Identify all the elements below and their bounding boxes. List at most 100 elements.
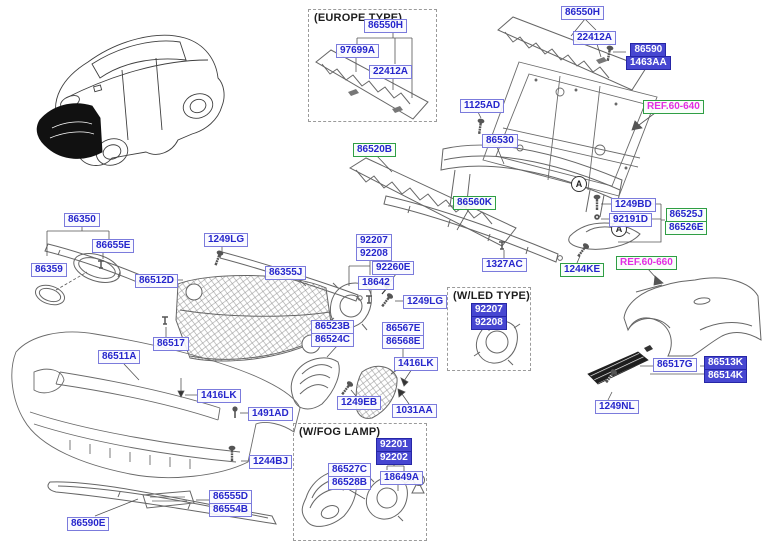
part-number-text: 86550H (364, 19, 408, 33)
part-number-text: 1491AD (248, 407, 293, 421)
absorber-drawing (497, 16, 647, 91)
part-number-text: 86550H (561, 6, 605, 20)
radiator-support-drawing (482, 61, 658, 197)
part-number-text: 1125AD (460, 99, 505, 113)
leader-lines (46, 18, 704, 517)
bracket-86555-drawing (142, 490, 195, 509)
part-label-1125ad[interactable]: 1125AD (460, 99, 505, 113)
highlighted-front-bumper (36, 103, 103, 159)
part-number-text: 86528B (328, 476, 372, 490)
part-label-86517g[interactable]: 86517G (653, 358, 697, 372)
part-number-text: 86655E (92, 239, 135, 253)
part-number-text: 92208 (356, 247, 392, 261)
part-number-text: 86524C (311, 333, 355, 347)
part-label-86520b[interactable]: 86520B (353, 143, 397, 157)
part-number-text: 86590E (67, 517, 110, 531)
part-number-text: 86554B (209, 503, 253, 517)
part-number-text: 18642 (358, 276, 394, 290)
part-label-86560k[interactable]: 86560K (453, 196, 497, 210)
part-label-86530[interactable]: 86530 (482, 134, 518, 148)
part-label-22412a[interactable]: 22412A (573, 31, 617, 45)
part-number-text: 1416LK (394, 357, 438, 371)
part-label-92260e[interactable]: 92260E (372, 261, 415, 275)
part-label-1249bd[interactable]: 1249BD (611, 198, 656, 212)
part-number-text: 1249LG (403, 295, 448, 309)
part-number-text: 1463AA (626, 56, 671, 70)
part-label-86512d[interactable]: 86512D (135, 274, 179, 288)
part-number-text: 86526E (665, 221, 708, 235)
part-number-text: 92207 (356, 234, 392, 248)
emblem-drawing (34, 284, 66, 306)
part-label-86550h[interactable]: 86550H (561, 6, 605, 20)
part-label-86655e[interactable]: 86655E (92, 239, 135, 253)
part-label-1249lg-grille[interactable]: 1249LG (204, 233, 249, 247)
part-label-97699a[interactable]: 97699A (336, 44, 380, 58)
part-number-text: 86530 (482, 134, 518, 148)
part-label-86550h-europe[interactable]: 86550H (364, 19, 408, 33)
part-label-1491ad[interactable]: 1491AD (248, 407, 293, 421)
car-illustration (36, 34, 225, 166)
view-marker-a-upper: A (571, 176, 587, 192)
part-number-text: 86350 (64, 213, 100, 227)
part-number-text: 86590 (630, 43, 667, 57)
part-label-18649a[interactable]: 18649A (380, 471, 424, 485)
part-number-text: 1249NL (595, 400, 639, 414)
part-number-text: 92201 (376, 438, 412, 452)
europe-absorber-drawing (315, 49, 429, 120)
part-number-text: 86523B (311, 320, 355, 334)
part-label-ref-60-640[interactable]: REF.60-640 (643, 100, 704, 114)
part-label-1327ac[interactable]: 1327AC (482, 258, 527, 272)
wfog-lamp-group-box: (W/FOG LAMP) (293, 423, 427, 541)
part-number-text: 92207 (471, 303, 507, 317)
part-label-1031aa[interactable]: 1031AA (392, 404, 437, 418)
part-label-86517[interactable]: 86517 (153, 337, 189, 351)
part-number-text: 92260E (372, 261, 415, 275)
part-number-text: 86555D (209, 490, 253, 504)
part-number-text: 86520B (353, 143, 397, 157)
side-bracket-drawing (568, 222, 641, 250)
part-label-18642[interactable]: 18642 (358, 276, 394, 290)
part-label-86359[interactable]: 86359 (31, 263, 67, 277)
part-label-22412a-europe[interactable]: 22412A (369, 65, 413, 79)
part-number-text: 1249EB (337, 396, 382, 410)
part-number-text: REF.60-660 (616, 256, 677, 270)
part-number-text: 86517 (153, 337, 189, 351)
part-number-text: 86525J (665, 208, 707, 222)
part-label-92191d[interactable]: 92191D (609, 213, 653, 227)
part-label-86511a[interactable]: 86511A (98, 350, 141, 364)
part-number-text: 86355J (265, 266, 307, 280)
part-number-text: 1249BD (611, 198, 656, 212)
part-label-1244bj[interactable]: 1244BJ (249, 455, 293, 469)
part-label-1244ke[interactable]: 1244KE (560, 263, 605, 277)
part-label-1416lk-left[interactable]: 1416LK (197, 389, 241, 403)
part-number-text: 86514K (704, 369, 748, 383)
bumper-cover-drawing (11, 331, 301, 479)
part-label-86350[interactable]: 86350 (64, 213, 100, 227)
part-label-1249nl[interactable]: 1249NL (595, 400, 639, 414)
part-label-ref-60-660[interactable]: REF.60-660 (616, 256, 677, 270)
part-label-1249lg-lamp[interactable]: 1249LG (403, 295, 448, 309)
part-number-text: 97699A (336, 44, 380, 58)
part-number-text: 92208 (471, 316, 507, 330)
part-label-86355j[interactable]: 86355J (265, 266, 307, 280)
part-label-1249eb[interactable]: 1249EB (337, 396, 382, 410)
fender-drawing (623, 277, 762, 357)
part-label-1416lk-right[interactable]: 1416LK (394, 357, 438, 371)
part-number-text: 86517G (653, 358, 697, 372)
wled-type-caption: (W/LED TYPE) (453, 290, 530, 302)
part-number-text: 18649A (380, 471, 424, 485)
part-label-86590e[interactable]: 86590E (67, 517, 110, 531)
wfog-lamp-caption: (W/FOG LAMP) (299, 426, 381, 438)
part-number-text: 86527C (328, 463, 372, 477)
